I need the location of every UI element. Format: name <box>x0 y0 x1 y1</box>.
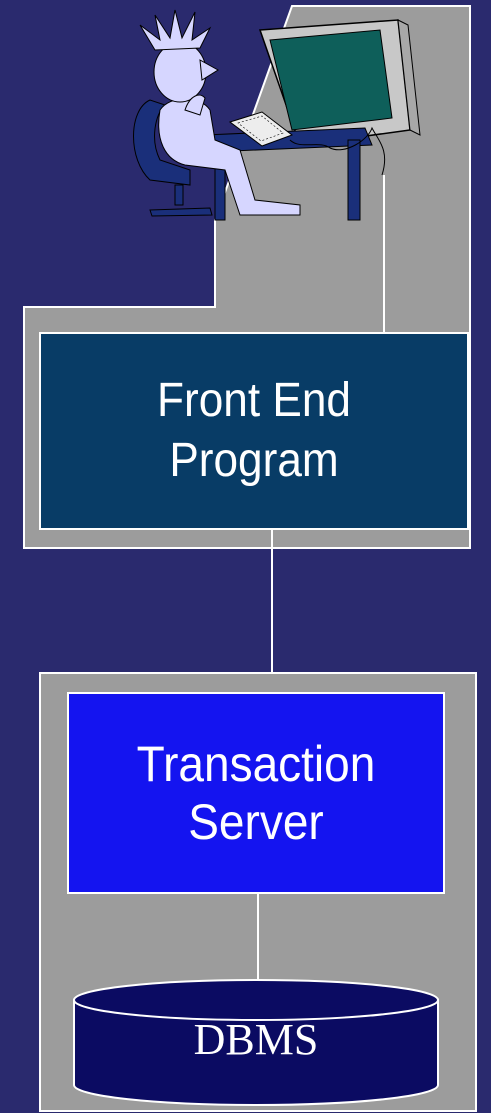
dbms-cylinder <box>73 979 439 1106</box>
front-end-label: Front End Program <box>57 333 451 529</box>
front-end-line1: Front End <box>157 374 351 427</box>
transaction-server-line2: Server <box>188 794 324 850</box>
dbms-label: DBMS <box>74 1010 438 1070</box>
transaction-server-line1: Transaction <box>136 736 376 792</box>
user-at-computer-icon <box>133 9 421 221</box>
front-end-line2: Program <box>169 434 339 487</box>
transaction-server-label: Transaction Server <box>83 693 429 893</box>
dbms-text: DBMS <box>193 1015 319 1064</box>
front-end-box <box>39 332 469 530</box>
transaction-server-box <box>67 692 445 894</box>
